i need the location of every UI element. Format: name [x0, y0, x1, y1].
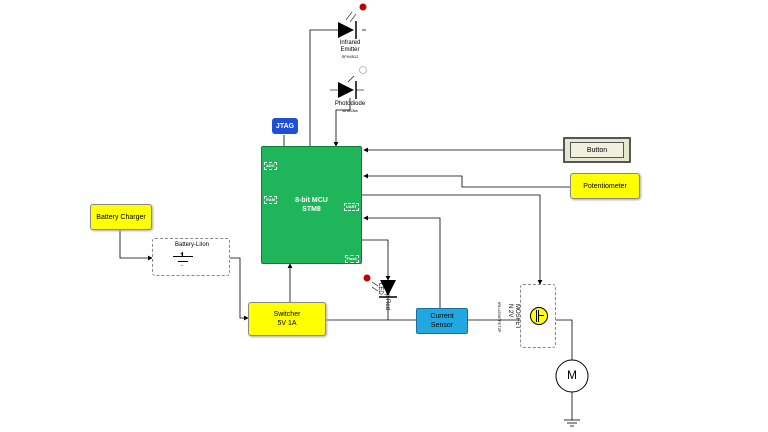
battery-symbol-icon	[173, 252, 193, 268]
wire-mosfet-motor	[556, 319, 573, 360]
potentiometer-block: Potentiometer	[570, 173, 640, 199]
motor-icon	[555, 359, 589, 393]
current-sensor-line2: Sensor	[430, 322, 454, 329]
wire-charger-battery	[119, 230, 153, 261]
wire-mcu-ir	[309, 29, 338, 146]
current-sensor-block: Current Sensor	[416, 308, 468, 334]
motor-label: M	[567, 368, 577, 382]
wire-photodiode-mcu	[333, 98, 351, 147]
wire-mcu-led	[362, 239, 391, 281]
ir-line1: Infrared	[339, 40, 361, 46]
potentiometer-label: Potentiometer	[583, 182, 627, 190]
mosfet-label: MOSFET N 2V	[506, 304, 520, 346]
mosfet-part-label: IRLU2987FET2P	[497, 302, 502, 352]
ir-line2: Emitter	[340, 47, 360, 53]
mcu-block: 8-bit MCU STM8 ADC RAM UART Flash	[261, 146, 362, 264]
battery-plus: +	[180, 252, 184, 258]
battery-label: Battery-LiIon	[175, 242, 210, 248]
led-line2: LED	[377, 283, 383, 295]
mosfet-line1: MOSFET	[514, 304, 520, 329]
wire-battery-switcher	[230, 257, 249, 321]
photodiode-part: sfh813fa	[342, 108, 358, 113]
battery-charger-block: Battery Charger	[90, 204, 152, 230]
ir-emitter-label: Infrared Emitter SFH4512	[326, 40, 374, 59]
mcu-pin-adc: ADC	[264, 162, 277, 170]
ir-part: SFH4512	[341, 54, 359, 59]
mosfet-part: IRLU2987FET2P	[497, 302, 502, 333]
battery-block: Battery-LiIon + -	[152, 238, 230, 276]
jtag-label: JTAG	[275, 122, 295, 130]
switcher-line1: Switcher	[273, 311, 301, 318]
photodiode-line1: Photodiode	[334, 101, 366, 107]
photodiode-icon	[330, 66, 367, 99]
mcu-subtitle: STM8	[302, 206, 321, 213]
wire-sensor-mcu	[363, 215, 441, 308]
current-sensor-line1: Current	[430, 313, 454, 320]
mosfet-block	[520, 284, 556, 348]
jtag-block: JTAG	[272, 118, 298, 134]
photodiode-label: Photodiode sfh813fa	[322, 101, 378, 113]
mosfet-line2: N 2V	[507, 304, 513, 318]
battery-charger-label: Battery Charger	[96, 213, 146, 221]
led-icon	[363, 274, 397, 298]
wire-mcu-mosfet	[362, 194, 543, 285]
mcu-pin-uart: UART	[343, 203, 359, 211]
button-block: Button	[563, 137, 631, 163]
switcher-block: Switcher 5V 1A	[248, 302, 326, 336]
mosfet-icon	[530, 307, 548, 325]
mcu-pin-ram: RAM	[264, 196, 278, 204]
button-label: Button	[586, 146, 608, 154]
ir-emitter-diode-icon	[338, 3, 367, 39]
mcu-title: 8-bit MCU	[295, 197, 328, 204]
led-label: Deep Red LED	[376, 283, 390, 313]
battery-minus: -	[181, 263, 183, 269]
switcher-line2: 5V 1A	[277, 320, 297, 327]
mcu-pin-flash: Flash	[344, 255, 359, 263]
wire-pot-mcu	[363, 173, 570, 188]
led-line1: Deep Red	[384, 283, 390, 311]
